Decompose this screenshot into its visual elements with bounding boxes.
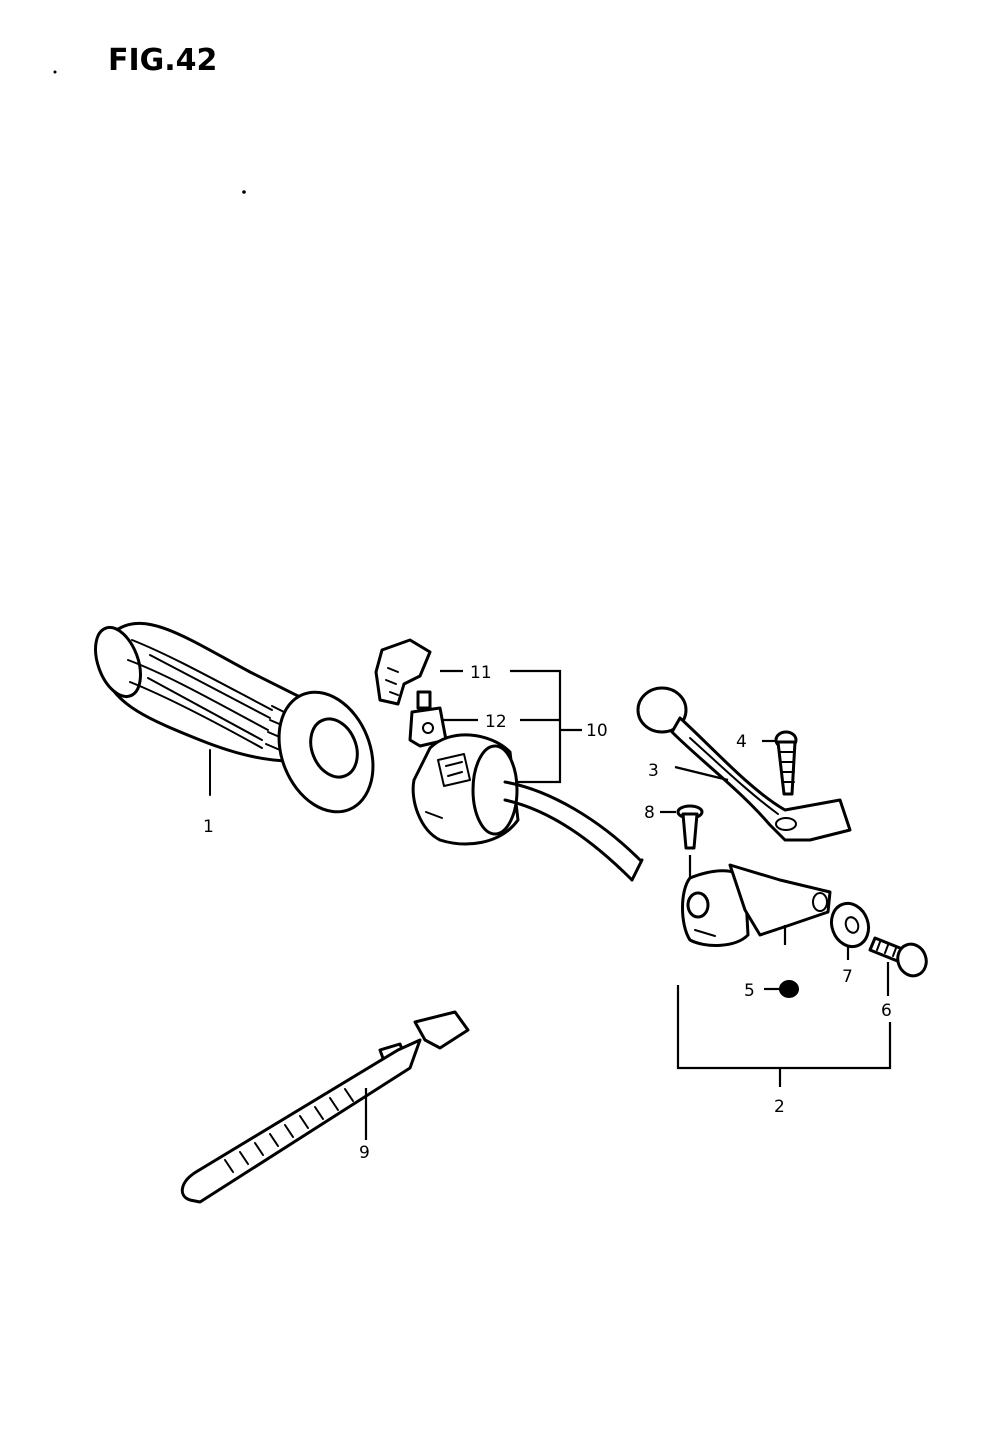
part-switch-cover <box>374 638 463 706</box>
callout-5: 5 <box>744 981 755 1001</box>
scan-speck <box>53 70 57 74</box>
callout-11: 11 <box>470 663 492 683</box>
callout-8: 8 <box>644 803 655 823</box>
callout-10: 10 <box>586 721 608 741</box>
callout-1: 1 <box>203 817 214 837</box>
callout-3: 3 <box>648 761 659 781</box>
callout-4: 4 <box>736 732 747 752</box>
callout-2: 2 <box>774 1097 785 1117</box>
part-screw <box>868 936 928 996</box>
bracket-10 <box>510 669 582 784</box>
figure-title: FIG.42 <box>108 43 217 78</box>
callout-labels: 1 2 3 4 5 6 7 8 9 10 11 12 <box>203 663 892 1163</box>
part-switch-knob <box>408 690 478 748</box>
scan-speck <box>242 190 246 194</box>
part-switch-assembly <box>411 733 644 882</box>
part-bolt <box>762 730 798 796</box>
callout-12: 12 <box>485 712 507 732</box>
callout-6: 6 <box>881 1001 892 1021</box>
callout-7: 7 <box>842 967 853 987</box>
part-cable-tie <box>180 1010 470 1204</box>
part-washer <box>829 901 871 960</box>
part-lever <box>636 686 852 842</box>
part-grip <box>94 621 375 814</box>
part-lever-holder <box>681 863 832 947</box>
callout-9: 9 <box>359 1143 370 1163</box>
part-pin <box>660 804 704 880</box>
part-nut <box>764 980 799 998</box>
bracket-2 <box>676 985 892 1087</box>
